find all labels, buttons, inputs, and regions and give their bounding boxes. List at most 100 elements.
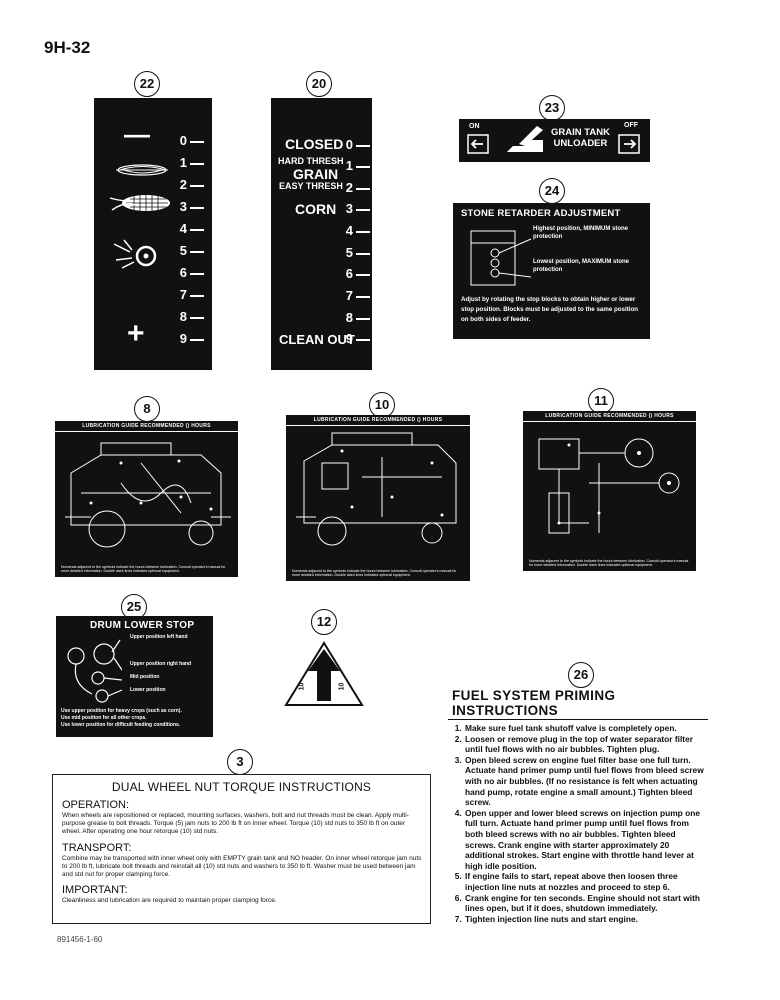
fuel-step: Make sure fuel tank shutoff valve is com… — [464, 723, 708, 734]
scale-tick: 1 — [180, 156, 204, 170]
operation-heading: OPERATION: — [62, 799, 130, 811]
callout-3: 3 — [227, 749, 253, 775]
lubrication-guide-note: Numerals adjacent to the symbols indicat… — [529, 558, 689, 568]
grain-label: GRAIN — [293, 166, 339, 182]
combine-left-side-diagram — [65, 442, 231, 548]
operation-text: When wheels are repositioned or replaced… — [62, 812, 409, 836]
lubrication-guide-left-side: LUBRICATION GUIDE RECOMMENDED () HOURS N… — [55, 421, 238, 577]
scale-tick: 5 — [180, 244, 204, 258]
adjustment-instructions: Adjust by rotating the stop blocks to ob… — [461, 296, 639, 323]
lowest-position-note: Lowest position, MAXIMUM stone protectio… — [533, 259, 629, 273]
fuel-step: Crank engine for ten seconds. Engine sho… — [464, 893, 708, 914]
decal-24-stone-retarder: STONE RETARDER ADJUSTMENT Highest positi… — [453, 203, 650, 339]
unloader-label: UNLOADER — [553, 138, 608, 149]
lubrication-guide-note: Numerals adjacent to the symbols indicat… — [61, 564, 226, 574]
off-label: OFF — [624, 122, 638, 129]
scale-tick: 6 — [346, 267, 370, 281]
important-text: Cleanliness and lubrication are required… — [62, 897, 277, 905]
decal-23-grain-tank-unloader: ON OFF GRAIN TANK UNLOADER — [459, 119, 650, 162]
fuel-step: If engine fails to start, repeat above t… — [464, 871, 708, 892]
scale-tick: 5 — [346, 246, 370, 260]
callout-24: 24 — [539, 178, 565, 204]
callout-12: 12 — [311, 609, 337, 635]
mid-position-label: Mid position — [130, 674, 160, 680]
decal-12-triangle: 10 10 — [284, 641, 364, 707]
scale-tick: 2 — [180, 178, 204, 192]
fuel-step: Open upper and lower bleed screws on inj… — [464, 808, 708, 872]
highest-position-note: Highest position, MINIMUM stone protecti… — [533, 226, 628, 240]
lever-icon — [507, 126, 543, 152]
scale-tick: 3 — [180, 200, 204, 214]
scale-tick: 4 — [346, 224, 370, 238]
callout-22: 22 — [134, 71, 160, 97]
fuel-system-title: FUEL SYSTEM PRIMING INSTRUCTIONS — [448, 688, 708, 720]
lubrication-guide-engine: LUBRICATION GUIDE RECOMMENDED () HOURS N… — [523, 411, 696, 571]
right-arrow-icon — [618, 134, 640, 154]
scale-tick: 3 — [346, 202, 370, 216]
transport-text: Combine may be transported with inner wh… — [62, 854, 422, 879]
callout-26: 26 — [568, 662, 594, 688]
important-heading: IMPORTANT: — [62, 884, 128, 897]
triangle-arrow-icon — [284, 641, 364, 706]
grain-splash-icon — [113, 239, 157, 269]
scale-tick: 1 — [346, 159, 370, 173]
dual-wheel-title: DUAL WHEEL NUT TORQUE INSTRUCTIONS — [111, 780, 372, 794]
scale-tick: 6 — [180, 266, 204, 280]
scale-tick: 0 — [346, 138, 370, 152]
scale-tick: 8 — [346, 311, 370, 325]
heavy-crops-note: Use upper position for heavy crops (such… — [61, 708, 182, 714]
callout-23: 23 — [539, 95, 565, 121]
scale-tick: 7 — [346, 289, 370, 303]
decal-22-crop-scale: — + 0 1 2 3 4 5 6 7 8 9 — [94, 98, 212, 370]
scale-tick: 0 — [180, 134, 204, 148]
fuel-step: Tighten injection line nuts and start en… — [464, 914, 708, 925]
corn-label: CORN — [295, 201, 337, 217]
drum-stop-diagram — [67, 639, 122, 703]
stop-block-diagram — [470, 230, 532, 286]
fuel-steps-list: Make sure fuel tank shutoff valve is com… — [448, 723, 708, 924]
upper-left-label: Upper position left hand — [130, 634, 188, 640]
scale-tick: 9 — [180, 332, 204, 346]
callout-25: 25 — [121, 594, 147, 620]
grain-tank-label: GRAIN TANK — [551, 127, 610, 138]
stone-retarder-title: STONE RETARDER ADJUSTMENT — [461, 208, 621, 219]
closed-label: CLOSED — [285, 136, 344, 152]
lubrication-guide-title: LUBRICATION GUIDE RECOMMENDED () HOURS — [286, 417, 470, 426]
scale-tick: 7 — [180, 288, 204, 302]
scale-tick: 8 — [180, 310, 204, 324]
corn-icon — [109, 195, 170, 211]
triangle-label-left: 10 — [298, 682, 306, 691]
upper-right-label: Upper position right hand — [130, 661, 192, 667]
fuel-step: Loosen or remove plug in the top of wate… — [464, 734, 708, 755]
scale-tick: 4 — [180, 222, 204, 236]
decal-25-drum-lower-stop: DRUM LOWER STOP Upper position left hand… — [56, 616, 213, 737]
combine-right-side-diagram — [296, 432, 457, 546]
dual-wheel-torque-decal: DUAL WHEEL NUT TORQUE INSTRUCTIONS OPERA… — [52, 774, 431, 924]
page-number: 9H-32 — [44, 38, 91, 57]
transport-heading: TRANSPORT: — [62, 841, 132, 854]
plus-sign: + — [127, 317, 145, 350]
scale-tick: 9 — [346, 332, 370, 346]
document-code: 891456-1-60 — [57, 935, 103, 944]
decal-20-concave-scale: CLOSED HARD THRESH GRAIN EASY THRESH COR… — [271, 98, 372, 370]
lubrication-guide-title: LUBRICATION GUIDE RECOMMENDED () HOURS — [55, 423, 238, 432]
triangle-label-right: 10 — [338, 682, 346, 691]
lubrication-guide-title: LUBRICATION GUIDE RECOMMENDED () HOURS — [523, 413, 696, 422]
wheat-icon — [116, 164, 168, 176]
fuel-step: Open bleed screw on engine fuel filter b… — [464, 755, 708, 808]
lubrication-guide-note: Numerals adjacent to the symbols indicat… — [292, 568, 457, 578]
lubrication-guide-right-side: LUBRICATION GUIDE RECOMMENDED () HOURS N… — [286, 415, 470, 581]
difficult-feeding-note: Use lower position for difficult feeding… — [61, 722, 181, 728]
drum-lower-stop-title: DRUM LOWER STOP — [90, 620, 195, 631]
callout-20: 20 — [306, 71, 332, 97]
easy-thresh-label: EASY THRESH — [279, 181, 343, 191]
left-arrow-icon — [467, 134, 489, 154]
other-crops-note: Use mid position for all other crops. — [61, 715, 147, 721]
callout-8: 8 — [134, 396, 160, 422]
hard-thresh-label: HARD THRESH — [278, 156, 344, 166]
on-label: ON — [469, 123, 480, 130]
clean-out-label: CLEAN OUT — [279, 332, 355, 347]
fuel-system-priming-decal: FUEL SYSTEM PRIMING INSTRUCTIONS Make su… — [448, 688, 708, 924]
lower-position-label: Lower position — [130, 687, 166, 693]
scale-tick: 2 — [346, 181, 370, 195]
